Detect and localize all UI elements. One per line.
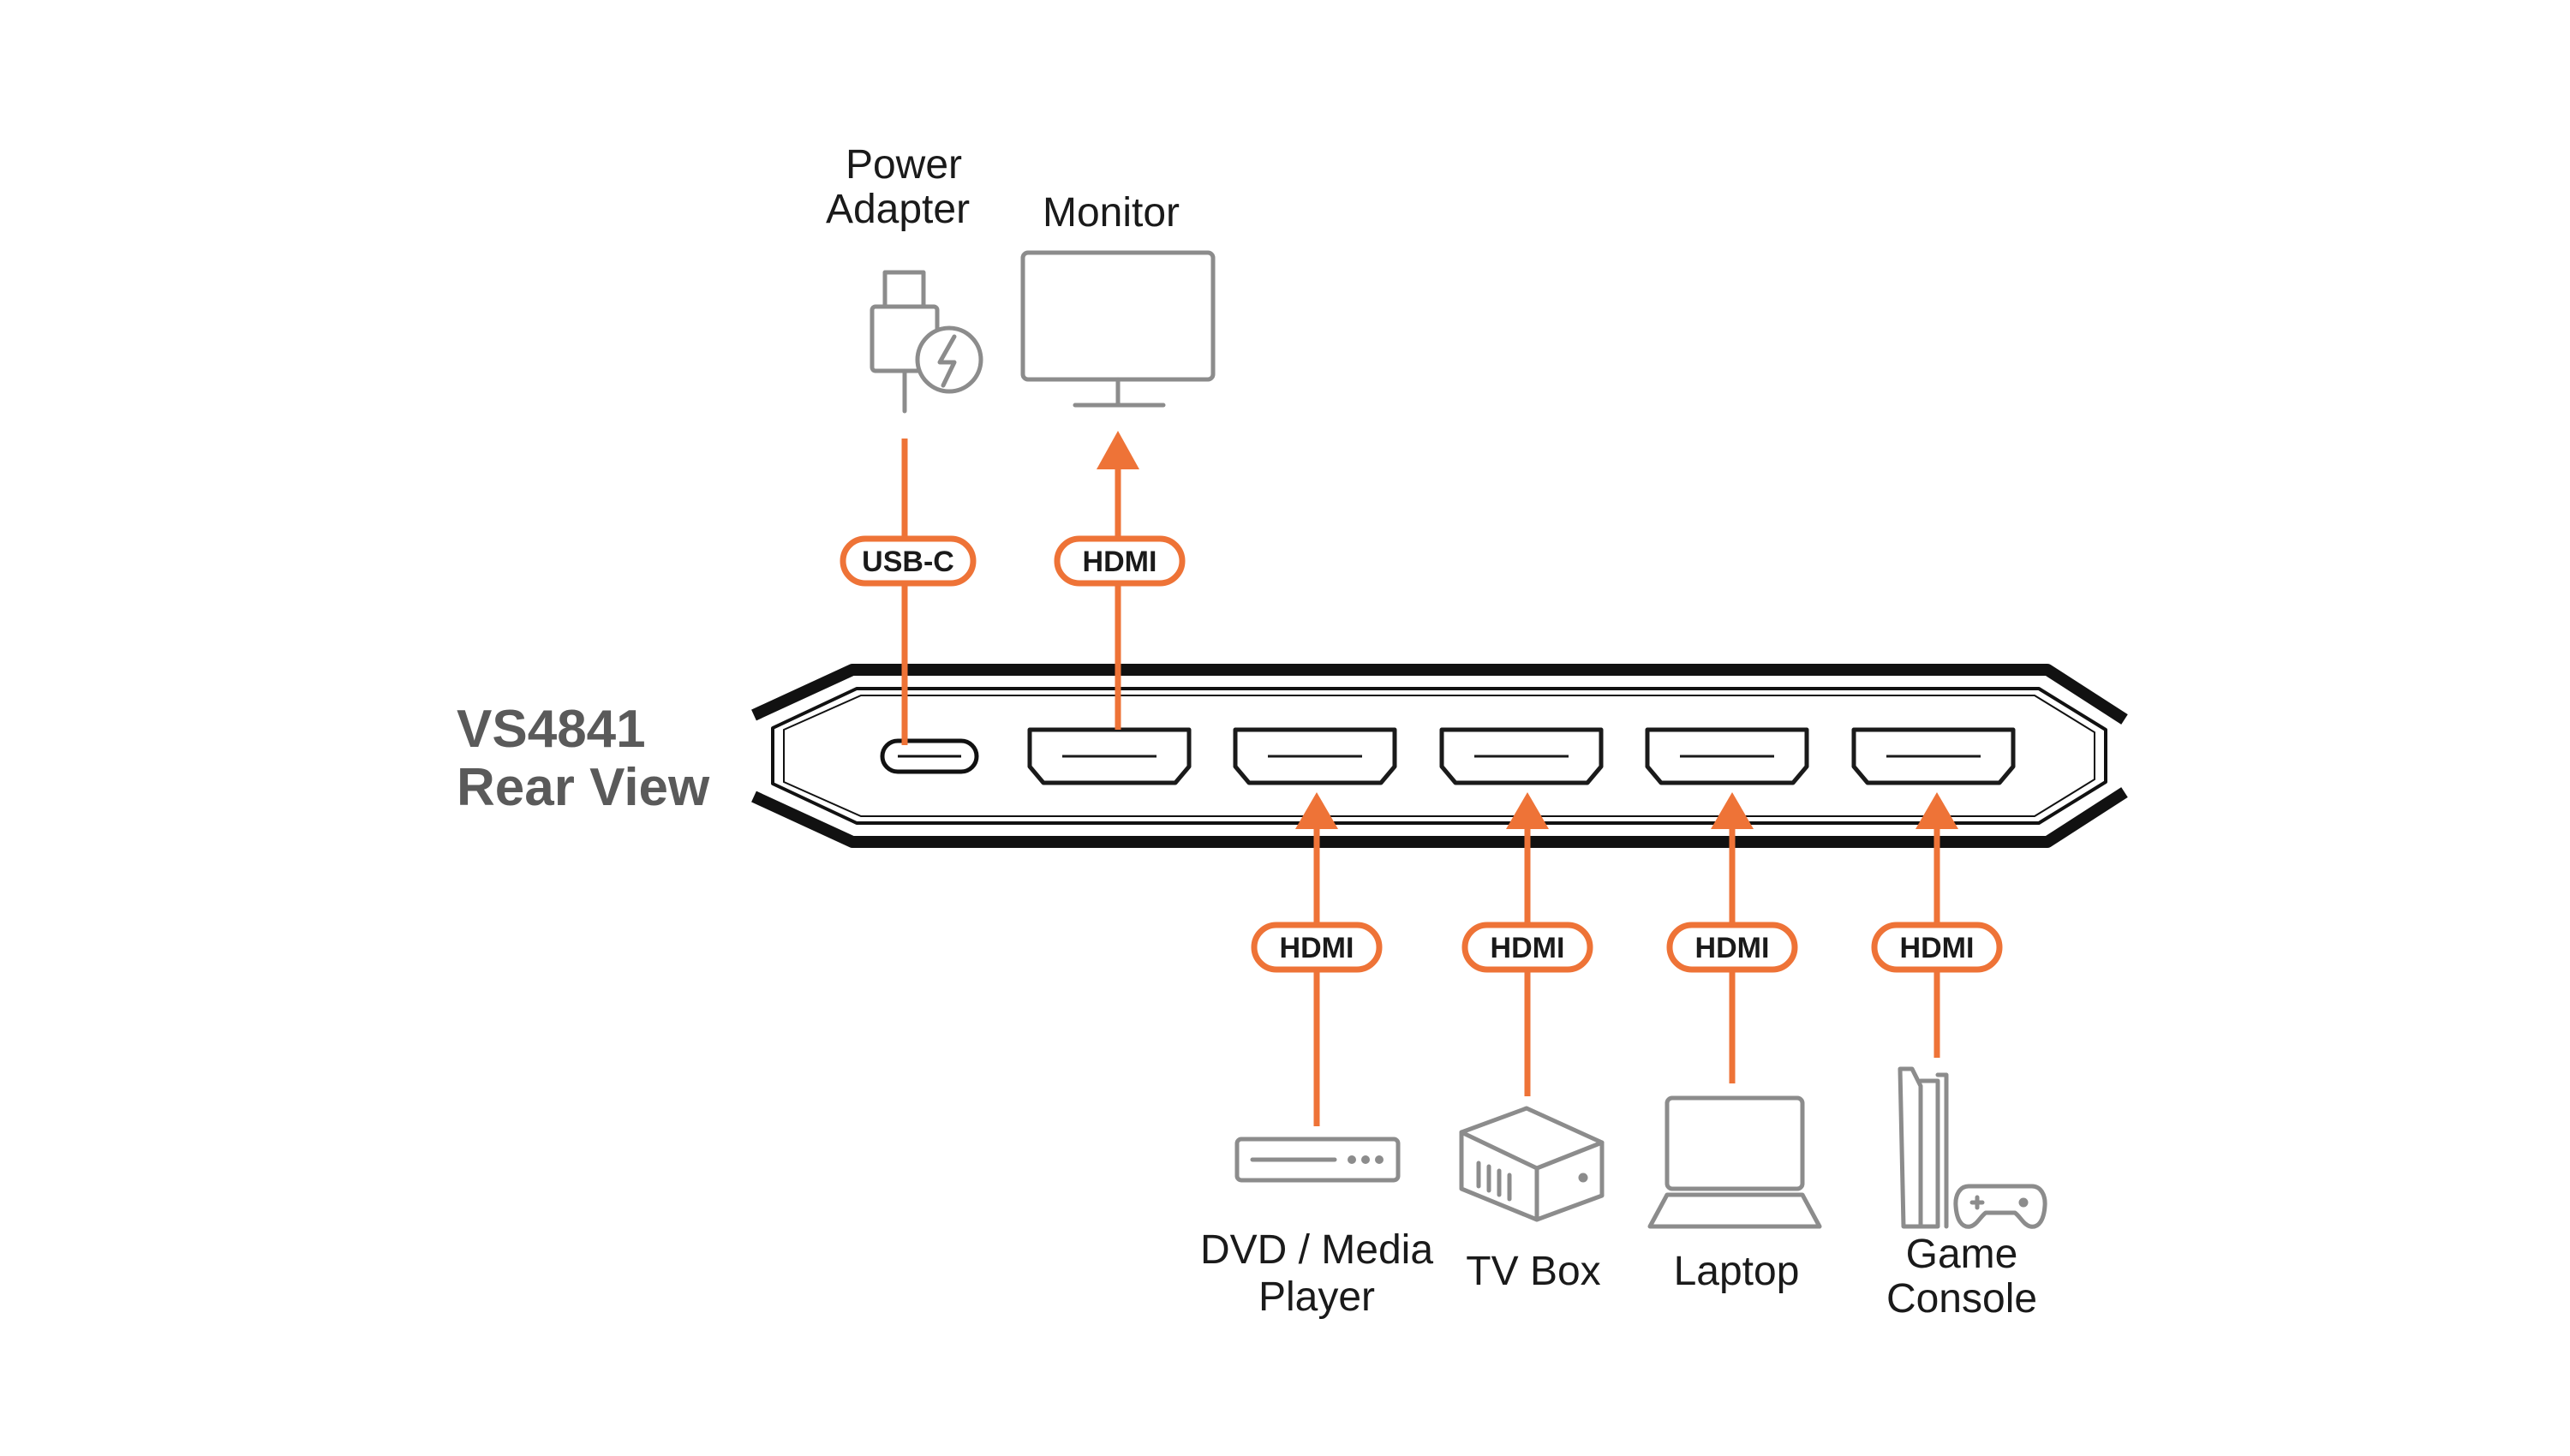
svg-text:HDMI: HDMI [1695,932,1770,964]
svg-text:HDMI: HDMI [1491,932,1565,964]
hdmi-port-in2 [1439,727,1604,785]
tv-box-label: TV Box [1466,1249,1600,1294]
hdmi-port-out [1027,727,1192,785]
power-adapter-label-line1: Power [846,142,962,188]
laptop-icon [1647,1095,1822,1229]
game-console-label-line1: Game [1906,1232,2018,1277]
vs4841-body [751,664,2128,848]
dvd-label-line1: DVD / Media [1200,1227,1433,1273]
laptop-hdmi-tag: HDMI [1666,922,1798,973]
gamepad-icon [1953,1184,2047,1229]
monitor-hdmi-tag: HDMI [1054,535,1186,587]
hdmi-port-in4 [1851,727,2016,785]
power-adapter-icon [870,270,983,414]
power-adapter-label-line2: Adapter [826,187,970,232]
dvd-hdmi-tag: HDMI [1251,922,1383,973]
dvd-player-icon [1234,1137,1401,1183]
monitor-label: Monitor [1043,190,1180,236]
usb-c-tag: USB-C [840,535,977,587]
title-line2: Rear View [457,758,710,817]
game-console-icon [1898,1066,1949,1229]
tvbox-hdmi-tag: HDMI [1461,922,1593,973]
monitor-icon [1020,250,1216,408]
hdmi-port-in1 [1233,727,1397,785]
game-console-label-line2: Console [1886,1276,2037,1322]
svg-text:HDMI: HDMI [1083,546,1157,578]
monitor-arrow [1097,431,1139,469]
dvd-label-line2: Player [1258,1274,1375,1320]
laptop-label: Laptop [1674,1249,1800,1294]
hdmi-port-in3 [1645,727,1809,785]
title-line1: VS4841 [457,700,646,759]
console-hdmi-tag: HDMI [1871,922,2003,973]
svg-text:HDMI: HDMI [1900,932,1975,964]
tvbox-arrow [1506,792,1549,829]
svg-text:USB-C: USB-C [862,546,954,578]
laptop-arrow [1711,792,1754,829]
svg-text:HDMI: HDMI [1280,932,1354,964]
console-arrow [1916,792,1958,829]
tv-box-icon [1459,1106,1605,1222]
dvd-arrow [1295,792,1338,829]
